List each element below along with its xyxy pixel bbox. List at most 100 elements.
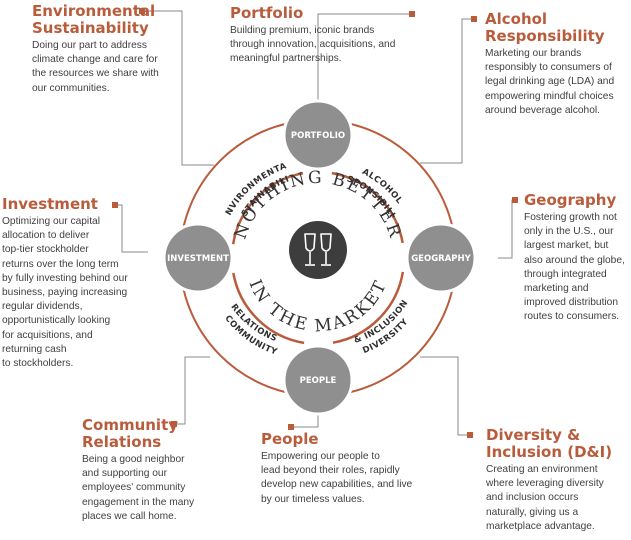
node-label-investment: INVESTMENT [167, 254, 229, 264]
connector-people [292, 410, 319, 428]
block-people: People Empowering our people to lead bey… [261, 431, 441, 507]
environmental-text-line: the resources we share with [32, 68, 159, 80]
diversity-text-line: Creating an environment [486, 464, 598, 475]
alcohol-text-line: responsibly to consumers of [485, 62, 612, 74]
investment-text-line: to stockholders. [2, 358, 74, 370]
people-title: People [261, 430, 319, 448]
two-wine-glasses-icon [304, 233, 332, 266]
investment-text-line: allocation to deliver [2, 230, 90, 242]
diversity-title: Diversity &Inclusion (D&I) [486, 427, 631, 461]
geography-text-line: marketing and [524, 283, 589, 295]
diversity-text-line: marketplace advantage. [486, 520, 595, 532]
geography-text-line: through integrated [524, 268, 607, 280]
alcohol-text: Marketing our brands responsibly to cons… [485, 47, 631, 118]
geography-text-line: improved distribution [524, 297, 618, 309]
connector-investment [115, 204, 148, 253]
diversity-text-line: and inclusion occurs [486, 492, 579, 504]
block-geography: Geography Fostering growth not only in t… [524, 192, 631, 325]
alcohol-text-line: empowering mindful choices [485, 90, 614, 102]
geography-text-line: also around the globe, [524, 254, 625, 266]
connector-markers [112, 8, 518, 438]
portfolio-text: Building premium, iconic brands through … [230, 24, 410, 67]
diversity-title-line2: Inclusion (D&I) [486, 443, 613, 461]
alcohol-text-line: Marketing our brands [485, 48, 582, 59]
people-text-line: lead beyond their roles, rapidly [261, 465, 400, 477]
community-title-line1: Community [82, 416, 179, 434]
block-portfolio: Portfolio Building premium, iconic brand… [230, 5, 410, 67]
alcohol-text-line: around beverage alcohol. [485, 104, 600, 116]
investment-text-line: returning cash [2, 343, 67, 355]
investment-text-line: Optimizing our capital [2, 216, 100, 227]
connector-community [174, 356, 210, 425]
marker-community [171, 421, 177, 427]
investment-text: Optimizing our capital allocation to del… [2, 215, 132, 371]
portfolio-text-line: through innovation, acquisitions, and [230, 39, 396, 51]
environmental-title-line1: Environmental [32, 2, 156, 20]
geography-text-line: routes to consumers. [524, 311, 620, 323]
geography-text: Fostering growth not only in the U.S., o… [524, 211, 631, 325]
people-text: Empowering our people to lead beyond the… [261, 450, 441, 507]
geography-text-line: only in the U.S., our [524, 226, 614, 238]
connector-alcohol [420, 18, 474, 164]
portfolio-text-line: Building premium, iconic brands [230, 25, 375, 36]
environmental-text-line: climate change and care for [32, 54, 158, 66]
connector-portfolio [317, 13, 410, 100]
node-label-geography: GEOGRAPHY [411, 254, 471, 264]
marker-alcohol [471, 16, 477, 22]
marker-diversity [467, 432, 473, 438]
community-text-line: engagement in the many [82, 496, 195, 508]
geography-title: Geography [524, 191, 617, 209]
diversity-text: Creating an environment where leveraging… [486, 463, 631, 534]
marker-people [288, 424, 294, 430]
people-text-line: by our timeless values. [261, 493, 365, 505]
marker-geography [512, 197, 518, 203]
people-text-line: Empowering our people to [261, 451, 380, 462]
node-geography [405, 222, 477, 294]
alcohol-title-line1: Alcohol [485, 10, 548, 28]
community-text-line: places we call home. [82, 510, 177, 522]
marker-environmental [139, 8, 145, 14]
environmental-text-line: our communities. [32, 82, 110, 94]
geography-text-line: Fostering growth not [524, 212, 617, 223]
investment-text-line: top-tier stockholder [2, 244, 89, 256]
connector-geography [498, 199, 514, 259]
investment-text-line: by fully investing behind our [2, 272, 128, 284]
diversity-text-line: naturally, giving us a [486, 506, 579, 518]
geography-text-line: largest market, but [524, 240, 609, 252]
investment-text-line: for acquisitions, and [2, 329, 93, 341]
connector-lines [115, 10, 514, 436]
connector-environmental [144, 10, 214, 166]
community-title-line2: Relations [82, 433, 162, 451]
portfolio-text-line: meaningful partnerships. [230, 53, 342, 65]
node-label-portfolio: PORTFOLIO [291, 131, 345, 141]
block-diversity: Diversity &Inclusion (D&I) Creating an e… [486, 427, 631, 534]
investment-text-line: regular dividends, [2, 301, 83, 313]
block-investment: Investment Optimizing our capital alloca… [2, 196, 132, 371]
community-text-line: employees' community [82, 482, 186, 494]
portfolio-title: Portfolio [230, 4, 304, 22]
alcohol-title-line2: Responsibility [485, 27, 605, 45]
investment-text-line: opportunistically looking [2, 315, 111, 327]
marker-investment [112, 202, 118, 208]
marker-portfolio [409, 11, 415, 17]
environmental-text: Doing our part to address climate change… [32, 39, 172, 96]
connector-diversity [420, 356, 470, 436]
investment-text-line: business, paying increasing [2, 287, 128, 299]
diversity-text-line: where leveraging diversity [486, 478, 604, 490]
environmental-text-line: Doing our part to address [32, 40, 147, 51]
node-people [282, 344, 354, 416]
alcohol-text-line: legal drinking age (LDA) and [485, 76, 615, 88]
people-text-line: develop new capabilities, and live [261, 479, 413, 491]
community-text-line: and supporting our [82, 468, 167, 480]
environmental-title-line2: Sustainability [32, 19, 149, 37]
node-portfolio [282, 99, 354, 171]
diversity-title-line1: Diversity & [486, 426, 581, 444]
investment-title: Investment [2, 195, 98, 213]
